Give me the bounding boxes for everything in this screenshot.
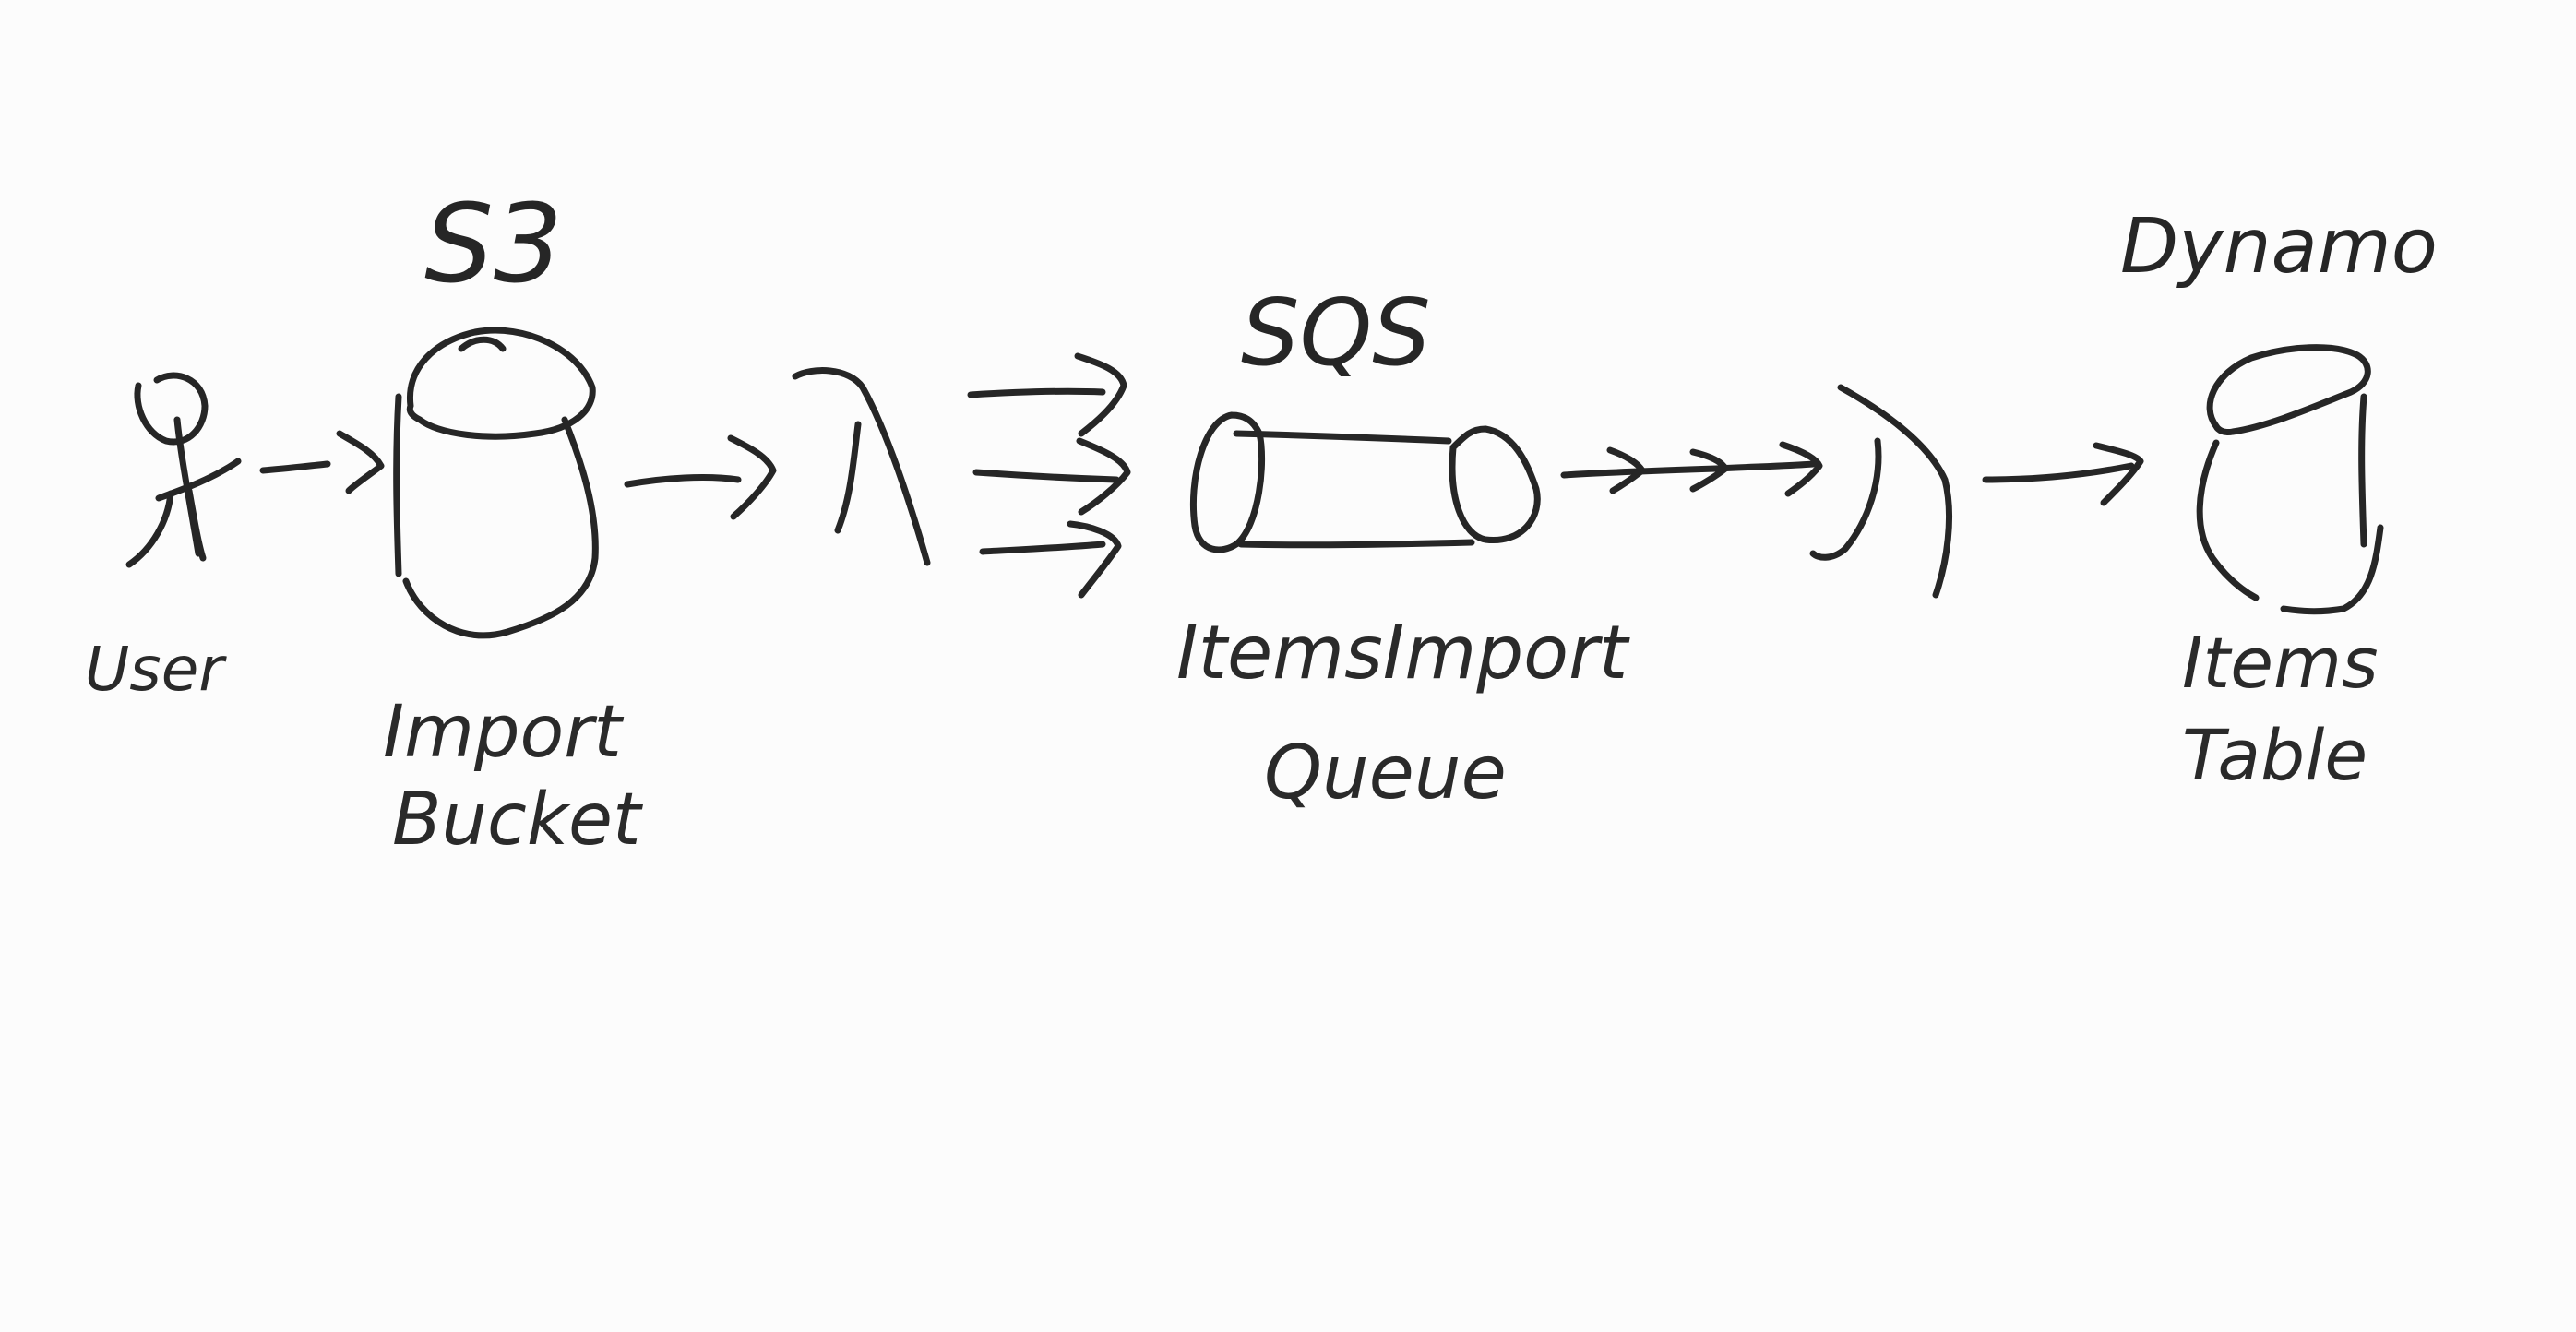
table-cylinder-icon xyxy=(2196,344,2384,615)
s3-label-line2: Bucket xyxy=(392,779,643,862)
arrow-user-to-s3 xyxy=(259,430,385,494)
sqs-node: SQS ItemsImport Queue xyxy=(1176,279,1630,815)
dynamo-label-line1: Items xyxy=(2182,622,2379,704)
chevron-3 xyxy=(1779,441,1823,497)
lambda-short-stroke xyxy=(834,421,862,534)
stick-figure-icon xyxy=(125,372,242,568)
arrow-shaft-middle xyxy=(972,469,1120,483)
lambda-icon xyxy=(792,367,931,566)
arrow-head xyxy=(2093,442,2144,506)
s3-node: S3 Import Bucket xyxy=(383,180,643,862)
queue-right-cap xyxy=(1449,425,1541,544)
sqs-label-line1: ItemsImport xyxy=(1176,610,1630,696)
bucket-top xyxy=(406,327,596,440)
table-top xyxy=(2206,344,2371,435)
table-bottom xyxy=(2280,524,2384,615)
arrow-head xyxy=(727,434,777,520)
sqs-label-line2: Queue xyxy=(1264,730,1507,815)
arrow-shaft xyxy=(259,460,331,474)
arrow-shaft-bottom xyxy=(979,541,1106,555)
lambda2-node xyxy=(1809,384,1953,599)
queue-bottom-edge xyxy=(1237,539,1475,549)
user-node: User xyxy=(85,372,242,705)
lambda-long-stroke xyxy=(1837,384,1953,599)
s3-service-label: S3 xyxy=(424,180,563,307)
dynamo-service-label: Dynamo xyxy=(2120,203,2438,291)
arrow-head-middle xyxy=(1076,437,1131,516)
user-leg-left xyxy=(125,490,174,568)
lambda-long-stroke xyxy=(792,367,931,566)
table-side-right xyxy=(2358,393,2367,548)
lambda-short-stroke xyxy=(1809,437,1882,561)
chevron-1 xyxy=(1606,446,1646,494)
user-leg-right xyxy=(185,487,207,562)
dynamo-label-line2: Table xyxy=(2182,714,2367,796)
user-label: User xyxy=(85,634,227,705)
queue-cylinder-icon xyxy=(1189,411,1541,553)
arrow-sqs-to-lambda xyxy=(1560,441,1823,497)
lambda1-node xyxy=(792,367,931,566)
user-head xyxy=(134,372,209,446)
arrow-head xyxy=(336,430,385,494)
chevron-2 xyxy=(1689,448,1729,493)
arrow-shaft xyxy=(624,474,742,488)
queue-top-edge xyxy=(1233,430,1452,445)
queue-left-cap xyxy=(1189,411,1266,553)
arrow-lambda-to-dynamo xyxy=(1982,442,2144,506)
user-arms xyxy=(155,458,242,502)
arrow-shaft xyxy=(1982,462,2135,483)
bucket-cylinder-icon xyxy=(393,327,599,639)
fan-out-arrows-lambda-to-sqs xyxy=(967,352,1131,599)
s3-label-line1: Import xyxy=(383,691,624,774)
arrow-shaft xyxy=(1560,460,1817,479)
arrow-head-top xyxy=(1074,352,1127,437)
bucket-side-left xyxy=(393,393,402,577)
lambda-icon xyxy=(1809,384,1953,599)
bucket-lid-mark xyxy=(458,336,507,352)
arrow-s3-to-lambda xyxy=(624,434,777,520)
bucket-body xyxy=(402,416,599,639)
table-side-left xyxy=(2196,439,2260,601)
dynamo-node: Dynamo Items Table xyxy=(2120,203,2438,796)
sqs-service-label: SQS xyxy=(1241,279,1431,387)
arrow-head-bottom xyxy=(1067,520,1122,599)
arrow-shaft-top xyxy=(967,387,1106,398)
